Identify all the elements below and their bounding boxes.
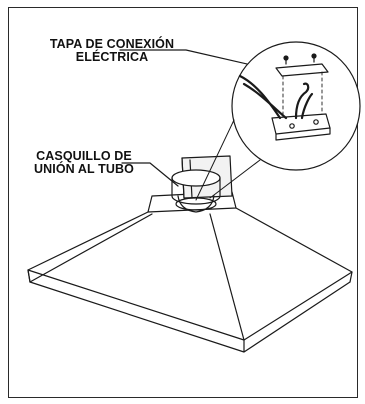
hood-bottom-lip xyxy=(29,281,351,353)
hood-front-ridge xyxy=(209,213,245,341)
hood-canopy-right-face xyxy=(235,207,353,283)
duct-collar-label-line2: UNIÓN AL TUBO xyxy=(34,162,134,176)
wire-bundle-icon xyxy=(238,74,314,120)
duct-collar-label: CASQUILLO DE UNIÓN AL TUBO xyxy=(14,150,154,176)
screw-icon xyxy=(283,53,317,65)
electrical-cover-label-line1: TAPA DE CONEXIÓN xyxy=(49,37,175,51)
hood-lip-inner xyxy=(27,269,31,283)
diagram-frame xyxy=(8,7,358,398)
electrical-cover-label: TAPA DE CONEXIÓN ELÉCTRICA xyxy=(12,38,212,64)
hood-canopy-front-edge xyxy=(27,269,353,341)
hood-canopy-left-face xyxy=(27,211,153,283)
electrical-cover-plate xyxy=(275,63,329,77)
duct-collar-leader xyxy=(121,162,179,187)
junction-box-icon xyxy=(271,113,331,141)
detail-magnifier xyxy=(195,41,361,201)
electrical-cover-label-line2: ELÉCTRICA xyxy=(75,50,149,64)
duct-collar-label-line1: CASQUILLO DE xyxy=(36,149,132,163)
